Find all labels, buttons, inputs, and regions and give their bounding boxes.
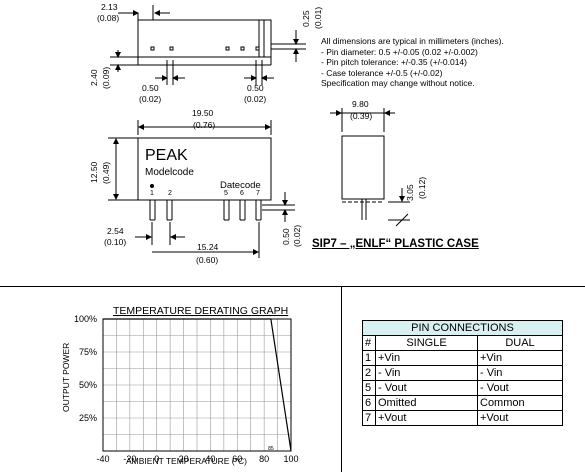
- chart-title: TEMPERATURE DERATING GRAPH: [113, 305, 288, 317]
- divider-vertical: [341, 286, 342, 472]
- dim-012: (0.12): [417, 177, 427, 199]
- date-code-label: Datecode: [220, 180, 261, 191]
- x-tick-label: 20: [179, 454, 189, 464]
- note-line: All dimensions are typical in millimeter…: [321, 36, 504, 46]
- cell-pin: 5: [362, 380, 376, 396]
- dim-060: (0.60): [196, 255, 218, 265]
- dimension-notes: All dimensions are typical in millimeter…: [321, 36, 583, 89]
- cell-pin: 1: [362, 350, 376, 366]
- x-tick-label: 60: [232, 454, 242, 464]
- table-row: 7 +Vout +Vout: [362, 410, 563, 426]
- front-view-body: [137, 137, 272, 201]
- cell-pin: 6: [362, 395, 376, 411]
- x-tick-label: 40: [205, 454, 215, 464]
- chart-ticks: -40 -20 0 20 40 60 80 100 100% 75% 50% 25% 85: [74, 314, 299, 464]
- dim-213: 2.13: [101, 2, 118, 12]
- dim-980: 9.80: [352, 99, 369, 109]
- divider-horizontal: [0, 286, 585, 287]
- table-title: PIN CONNECTIONS: [362, 320, 563, 336]
- y-tick-label: 25%: [79, 413, 97, 423]
- cell-single: Omitted: [375, 395, 478, 411]
- dim-002c: (0.02): [292, 225, 302, 247]
- derating-curve: [103, 318, 292, 452]
- cell-single: +Vin: [375, 350, 478, 366]
- table-row: 2 - Vin - Vin: [362, 365, 563, 381]
- mechanical-drawing: 2.13 (0.08) 0.25 (0.01) 2.40 (0.09) 0.50…: [89, 2, 427, 265]
- dim-001: (0.01): [313, 7, 323, 29]
- y-tick-label: 50%: [79, 380, 97, 390]
- table-row: 6 Omitted Common: [362, 395, 563, 411]
- cell-dual: - Vout: [477, 380, 563, 396]
- dim-305: 3.05: [405, 184, 415, 201]
- header-dual: DUAL: [477, 335, 563, 351]
- pin1-marker: [150, 184, 154, 188]
- note-line: Specification may change without notice.: [321, 78, 475, 88]
- dim-025: 0.25: [301, 10, 311, 27]
- derating-graph: TEMPERATURE DERATING GRAPH -40 -20 0 20 40 60…: [61, 305, 299, 466]
- cell-dual: - Vin: [477, 365, 563, 381]
- x-tick-label: -20: [123, 454, 136, 464]
- x-tick-label: 80: [259, 454, 269, 464]
- dim-1524: 15.24: [197, 242, 219, 252]
- note-line: - Case tolerance +/-0.5 (+/-0.02): [321, 67, 443, 78]
- note-line: - Pin pitch tolerance: +/-0.35 (+/-0.014…: [321, 57, 467, 67]
- dim-010: (0.10): [104, 237, 126, 247]
- x-tick-label: 0: [154, 454, 159, 464]
- dim-002b: (0.02): [244, 94, 266, 104]
- table-row: 5 - Vout - Vout: [362, 380, 563, 396]
- dim-240: 2.40: [89, 69, 99, 86]
- cell-single: - Vin: [375, 365, 478, 381]
- dim-050a: 0.50: [142, 83, 159, 93]
- x-tick-label: 100: [283, 454, 298, 464]
- table-row: 1 +Vin +Vin: [362, 350, 563, 366]
- x-tick-label: -40: [96, 454, 109, 464]
- header-single: SINGLE: [375, 335, 478, 351]
- cell-pin: 7: [362, 410, 376, 426]
- dim-002a: (0.02): [139, 94, 161, 104]
- note-line: - Pin diameter: 0.5 +/-0.05 (0.02 +/-0.0…: [321, 46, 478, 57]
- pin-label-2: 2: [168, 190, 172, 197]
- dim-009: (0.09): [101, 67, 111, 89]
- chart-series: [103, 318, 292, 452]
- logo-peak: PEAK: [145, 147, 188, 164]
- pin-label-1: 1: [150, 190, 154, 197]
- dim-076: (0.76): [193, 120, 215, 130]
- cell-pin: 2: [362, 365, 376, 381]
- knee-marker-label: 85: [268, 446, 274, 452]
- pin-connections-table: PIN CONNECTIONS # SINGLE DUAL 1 +Vin +Vi…: [362, 320, 563, 426]
- chart-grid: [103, 319, 291, 451]
- side-view-body: [137, 19, 272, 58]
- dim-039: (0.39): [350, 111, 372, 121]
- cell-single: +Vout: [375, 410, 478, 426]
- cell-single: - Vout: [375, 380, 478, 396]
- cell-dual: +Vout: [477, 410, 563, 426]
- pin-label-7: 7: [256, 190, 260, 197]
- pin-label-6: 6: [240, 190, 244, 197]
- header-pin: #: [362, 335, 376, 351]
- cell-dual: Common: [477, 395, 563, 411]
- dim-050c: 0.50: [281, 228, 291, 245]
- pin-label-5: 5: [224, 190, 228, 197]
- dim-008: (0.08): [97, 13, 119, 23]
- dim-1250: 12.50: [89, 161, 99, 183]
- cell-dual: +Vin: [477, 350, 563, 366]
- model-code-label: Modelcode: [145, 167, 194, 178]
- case-title: SIP7 – „ENLF“ PLASTIC CASE: [312, 238, 479, 250]
- dim-050b: 0.50: [247, 83, 264, 93]
- y-axis-label: OUTPUT POWER: [61, 343, 71, 412]
- dim-049: (0.49): [101, 162, 111, 184]
- y-tick-label: 100%: [74, 314, 97, 324]
- dim-1950: 19.50: [192, 108, 214, 118]
- y-tick-label: 75%: [79, 347, 97, 357]
- x-axis-label: AMBIENT TEMPERATURE (°C): [126, 456, 247, 466]
- dim-254: 2.54: [107, 226, 124, 236]
- end-view-body: [341, 135, 385, 200]
